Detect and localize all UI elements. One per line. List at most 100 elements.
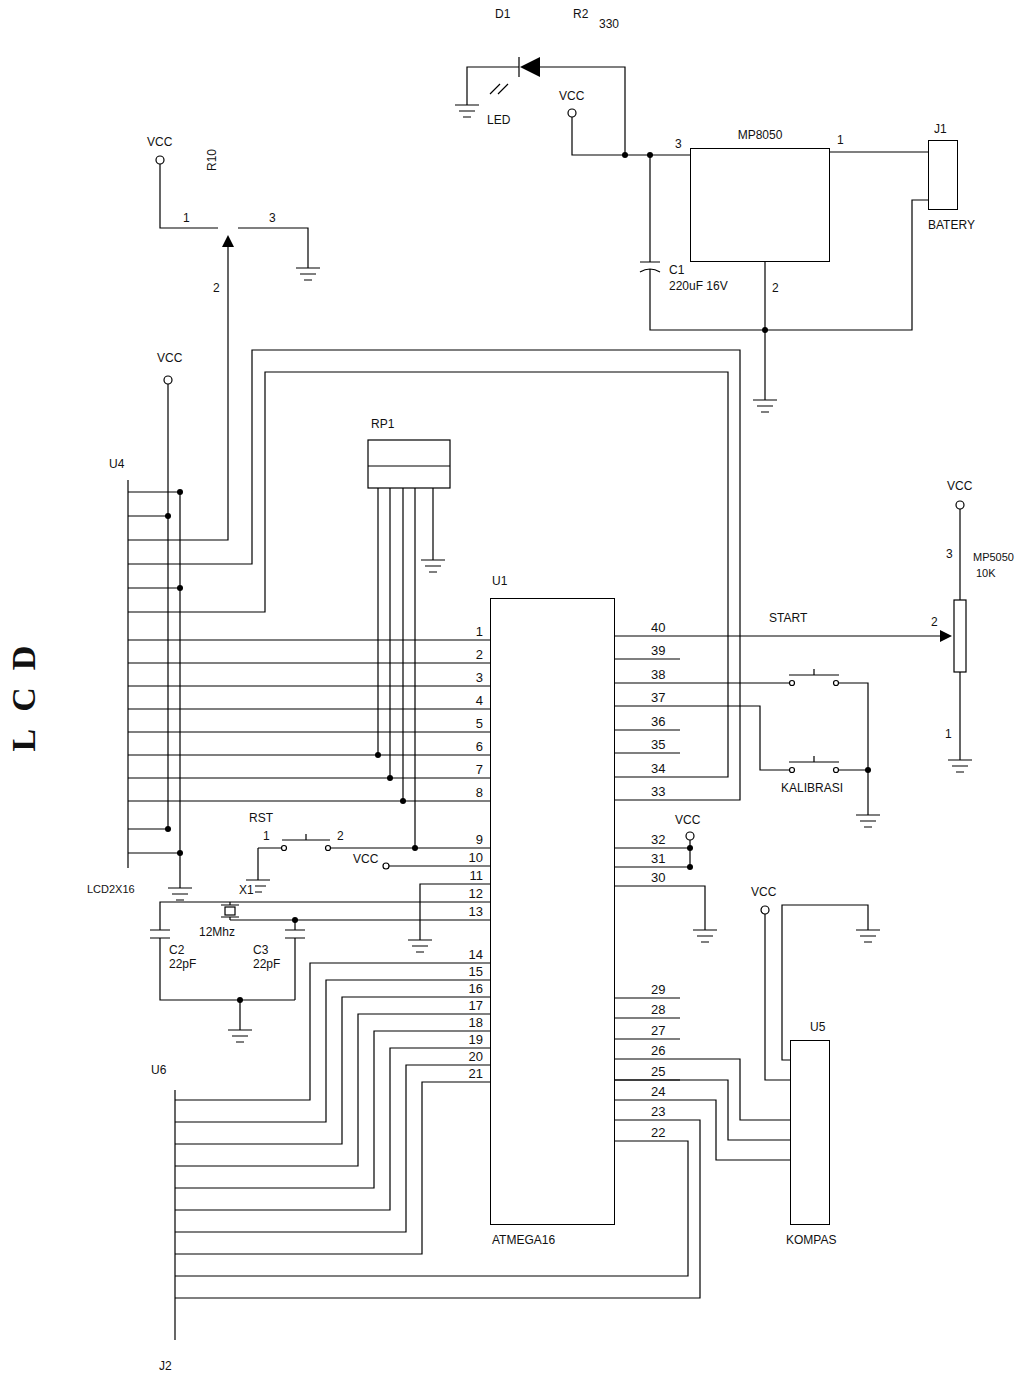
junction-dot: [387, 775, 393, 781]
pin-number: 8: [475, 786, 484, 799]
junction-dot: [400, 798, 406, 804]
pin-number: 31: [650, 852, 666, 865]
junction-dot: [375, 752, 381, 758]
pin-number: 19: [468, 1033, 484, 1046]
symbol-group: [165, 57, 952, 1003]
pin-number: 25: [650, 1065, 666, 1078]
part-name: LCD2X16: [86, 884, 136, 895]
junction-dot: [177, 489, 183, 495]
pin-number: 24: [650, 1085, 666, 1098]
pin-number: 4: [475, 694, 484, 707]
microcontroller-chip: U1ATMEGA16: [490, 598, 615, 1225]
part-designator: C2: [168, 944, 185, 956]
junction-dot: [687, 864, 693, 870]
junction-dot: [292, 917, 298, 923]
button-label: START: [768, 612, 808, 624]
power-wire: [389, 865, 455, 866]
pin-number: 37: [650, 691, 666, 704]
power-terminal: [761, 906, 769, 914]
pin-number: 11: [469, 869, 485, 882]
reset-wire: [258, 834, 455, 880]
pin-number: 29: [650, 983, 666, 996]
button-contact: [834, 768, 839, 773]
pin-number: 12: [468, 887, 484, 900]
sensor-wire: [680, 635, 940, 636]
lcd-wire: [128, 247, 740, 853]
part-value: 22pF: [168, 958, 197, 970]
chip-pin-lead: [455, 640, 490, 1082]
module-title: LCD: [7, 628, 41, 753]
wire-group: [128, 57, 972, 1340]
power-terminal: [156, 156, 164, 164]
part-designator: D1: [494, 8, 511, 20]
pin-number: 27: [650, 1024, 666, 1037]
potentiometer-wire: [160, 164, 308, 268]
power-label: VCC: [750, 886, 777, 898]
capacitor-wire: [640, 155, 928, 330]
power-label: VCC: [352, 853, 379, 865]
pin-number: 1: [262, 830, 271, 842]
junction-dot: [865, 767, 871, 773]
connector-header: [174, 1090, 175, 1340]
pin-number: 33: [650, 785, 666, 798]
button-wire: [680, 706, 868, 770]
pin-number: 13: [468, 905, 484, 918]
pin-number: 21: [468, 1067, 484, 1080]
power-terminal: [383, 863, 389, 869]
pin-number: 7: [475, 763, 484, 776]
button-contact: [326, 846, 331, 851]
button-label: KALIBRASI: [780, 782, 844, 794]
port-wire: [175, 1120, 700, 1298]
part-designator: U6: [150, 1064, 167, 1076]
junction-dot: [237, 997, 243, 1003]
part-value: 12Mhz: [198, 926, 236, 938]
button-contact: [790, 681, 795, 686]
pin-number: 2: [212, 282, 221, 294]
power-terminal: [164, 376, 172, 384]
crystal-symbol: [225, 907, 235, 915]
pin-number: 20: [468, 1050, 484, 1063]
part-designator: C3: [252, 944, 269, 956]
part-label: LED: [486, 114, 511, 126]
power-wire: [680, 840, 705, 930]
button-contact: [790, 768, 795, 773]
compass-wire: [680, 1059, 790, 1160]
voltage-regulator: MP8050: [690, 148, 830, 262]
pin-number: 3: [268, 212, 277, 224]
power-wire: [572, 117, 690, 155]
part-designator: C1: [668, 264, 685, 276]
pin-number: 28: [650, 1003, 666, 1016]
part-value: 22pF: [252, 958, 281, 970]
junction-dot: [647, 152, 653, 158]
port-wire: [175, 963, 455, 1254]
part-name: KOMPAS: [785, 1234, 837, 1246]
battery-connector: J1BATERY: [928, 140, 958, 210]
pin-number: 16: [468, 982, 484, 995]
power-label: VCC: [156, 352, 183, 364]
pin-number: 18: [468, 1016, 484, 1029]
pin-number: 15: [468, 965, 484, 978]
junction-dot: [165, 826, 171, 832]
power-label: VCC: [146, 136, 173, 148]
junction-dot: [165, 513, 171, 519]
power-terminal: [956, 501, 964, 509]
power-wire: [765, 905, 868, 1080]
ground-symbol: [168, 105, 972, 1042]
pin-number: 26: [650, 1044, 666, 1057]
junction-dot: [687, 845, 693, 851]
pin-number: 17: [468, 999, 484, 1012]
pin-number: 35: [650, 738, 666, 751]
part-name: MP5050: [972, 552, 1015, 563]
pin-number: 30: [650, 871, 666, 884]
junction-dot: [622, 152, 628, 158]
junction-dot: [762, 327, 768, 333]
part-name: ATMEGA16: [491, 1234, 556, 1246]
pin-number: 40: [650, 621, 666, 634]
part-name: MP8050: [737, 129, 784, 141]
diode-symbol: [520, 57, 540, 77]
button-wire: [680, 669, 868, 815]
pin-number: 1: [836, 134, 845, 146]
power-label: VCC: [558, 90, 585, 102]
pin-number: 36: [650, 715, 666, 728]
